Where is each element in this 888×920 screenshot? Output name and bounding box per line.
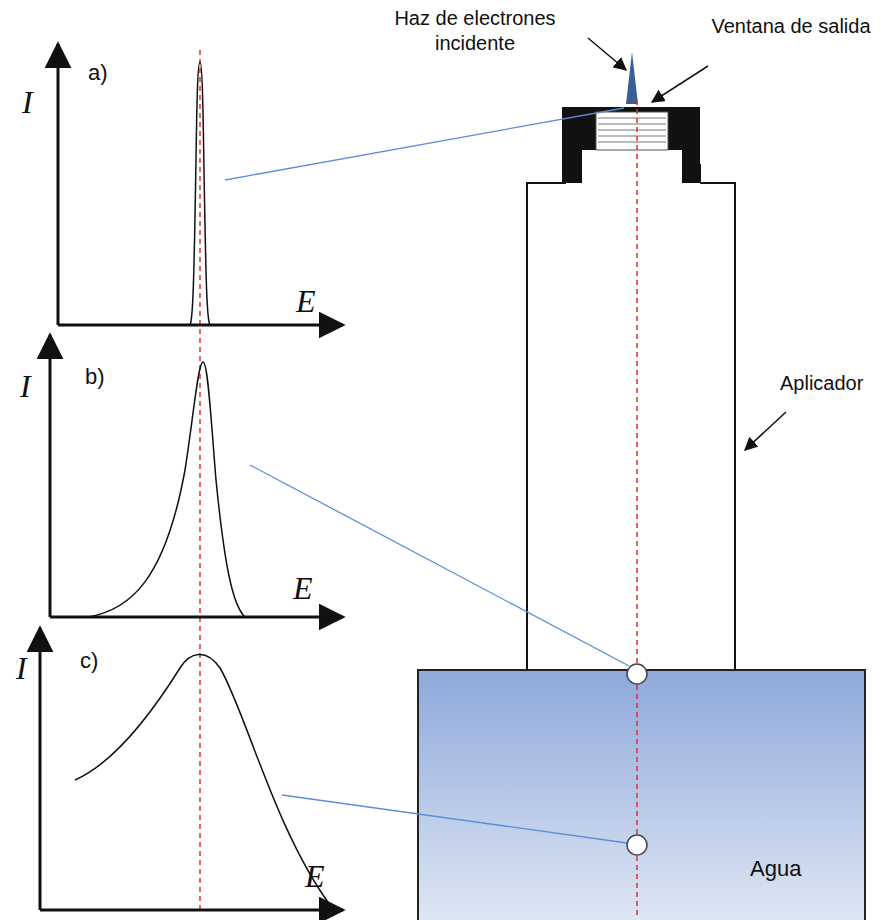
axis-label: I bbox=[20, 368, 31, 405]
callout-label: Aplicador bbox=[780, 372, 863, 395]
callout-arrows bbox=[588, 38, 786, 450]
graph-axes bbox=[40, 44, 343, 910]
callout-label: Haz de electrones incidente bbox=[362, 6, 588, 56]
callout-label: Ventana de salida bbox=[706, 14, 876, 39]
axis-label: I bbox=[22, 84, 33, 121]
axis-label: E bbox=[296, 283, 316, 320]
panel-label: a) bbox=[88, 60, 108, 86]
panel-label: c) bbox=[80, 648, 98, 674]
axis-label: I bbox=[16, 650, 27, 687]
window-foils bbox=[598, 118, 666, 142]
exit-window bbox=[596, 112, 668, 150]
water-phantom: Agua bbox=[418, 670, 865, 920]
water-tank bbox=[418, 670, 865, 920]
applicator-head bbox=[562, 107, 700, 183]
measure-point bbox=[627, 835, 647, 855]
applicator-neck bbox=[566, 165, 700, 183]
leader-lines bbox=[225, 108, 629, 843]
panel-label: b) bbox=[85, 364, 105, 390]
spectrum-a bbox=[190, 62, 210, 325]
beam-axis bbox=[636, 100, 638, 915]
region-label: Agua bbox=[750, 856, 801, 882]
electron-beam bbox=[626, 52, 638, 104]
axis-label: E bbox=[293, 570, 313, 607]
applicator-body bbox=[527, 183, 735, 670]
spectrum-c bbox=[75, 654, 330, 905]
energy-axis bbox=[199, 50, 201, 912]
measure-point bbox=[627, 664, 647, 684]
spectrum-b bbox=[88, 362, 245, 617]
axis-label: E bbox=[305, 858, 325, 895]
